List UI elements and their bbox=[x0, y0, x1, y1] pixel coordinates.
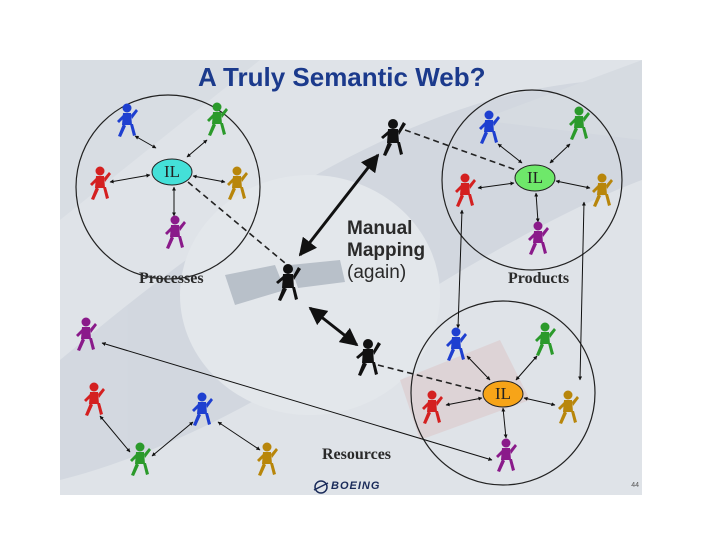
processes-arrows bbox=[109, 135, 226, 217]
manual-mapping-label: Manual Mapping (again) bbox=[347, 218, 425, 284]
resources-label: Resources bbox=[322, 446, 392, 463]
person-gold-icon bbox=[257, 442, 278, 476]
il-node-processes bbox=[151, 158, 193, 186]
boeing-logo: BOEING bbox=[312, 480, 380, 492]
il-label-resources: IL bbox=[494, 384, 512, 403]
person-gold-icon bbox=[558, 390, 579, 424]
manual-mapping-line3: (again) bbox=[347, 262, 407, 283]
il-node-products bbox=[514, 164, 556, 192]
products-label: Products bbox=[508, 270, 570, 287]
person-purple-icon bbox=[165, 215, 186, 249]
loose-arrows bbox=[99, 201, 586, 461]
slide: A Truly Semantic Web? IL IL IL Processes… bbox=[60, 60, 642, 495]
boeing-wordmark: BOEING bbox=[331, 480, 381, 492]
manual-mapping-line2: Mapping bbox=[347, 240, 426, 261]
person-purple-icon bbox=[496, 438, 517, 472]
mapping-arrows bbox=[298, 153, 380, 347]
il-label-processes: IL bbox=[163, 162, 181, 181]
person-green-icon bbox=[207, 102, 228, 136]
slide-title: A Truly Semantic Web? bbox=[198, 62, 486, 92]
processes-label: Processes bbox=[139, 270, 204, 287]
person-blue-icon bbox=[446, 327, 467, 361]
il-label-products: IL bbox=[526, 168, 544, 187]
processes-circle bbox=[75, 94, 261, 280]
products-circle bbox=[441, 89, 623, 271]
dashed-links bbox=[187, 129, 517, 393]
products-arrows bbox=[477, 143, 591, 223]
person-gold-icon bbox=[227, 166, 248, 200]
boeing-logo-icon bbox=[313, 480, 329, 494]
diagram-canvas bbox=[60, 60, 642, 494]
page-number: 44 bbox=[631, 482, 639, 489]
manual-mapping-line1: Manual bbox=[347, 218, 413, 239]
person-green-icon bbox=[535, 322, 556, 356]
